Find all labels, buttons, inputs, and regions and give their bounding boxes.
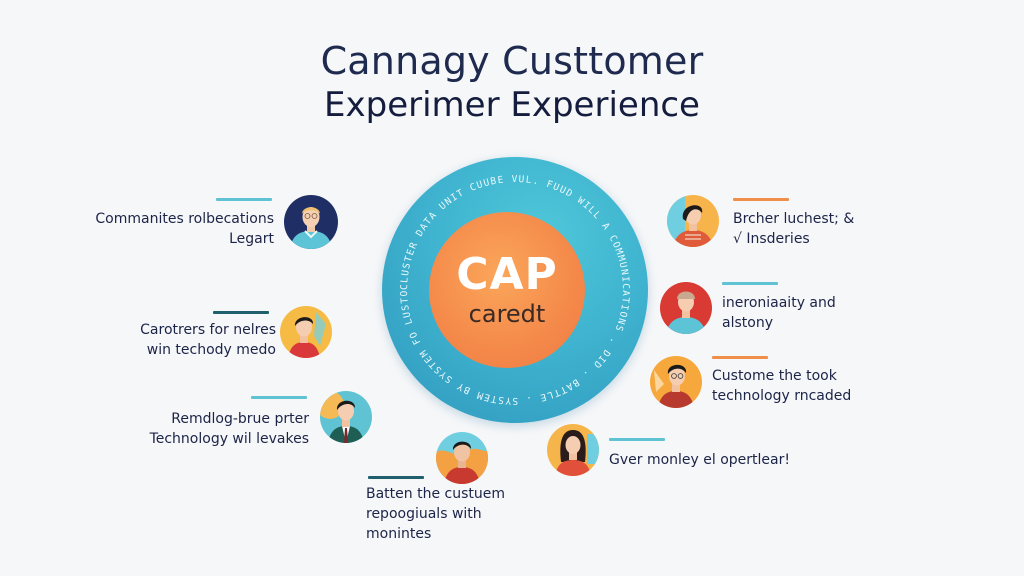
avatar-man-red-shirt-icon <box>436 432 488 484</box>
callout-line: ineroniaaity and <box>722 295 836 311</box>
callout-line: technology rncaded <box>712 388 852 404</box>
avatar-woman-red-top-icon <box>667 195 719 247</box>
avatar-man-glasses-icon <box>284 195 338 249</box>
callout-line: monintes <box>366 526 432 542</box>
callout-text: Brcher luchest; & √ Insderies <box>733 209 854 249</box>
callout-rule <box>722 282 778 285</box>
hub-core: CAP caredt <box>429 212 585 368</box>
avatar-woman-long-hair-icon <box>547 424 599 476</box>
callout-line: win techody medo <box>146 342 276 358</box>
avatar-man-suit-icon <box>320 391 372 443</box>
callout-rule <box>733 198 789 201</box>
callout-item-8: Gver monley el opertlear! <box>547 424 797 480</box>
callout-line: Gver monley el opertlear! <box>609 452 790 468</box>
callout-line: Custome the took <box>712 368 837 384</box>
callout-line: Remdlog-brue prter <box>171 411 309 427</box>
callout-text: Batten the custuem repoogiuals with moni… <box>366 484 505 544</box>
callout-line: Brcher luchest; & <box>733 211 855 227</box>
callout-rule <box>609 438 665 441</box>
callout-rule <box>216 198 272 201</box>
callout-line: alstony <box>722 315 773 331</box>
callout-item-6: ineroniaaity and alstony <box>660 282 850 342</box>
hub-sub-label: caredt <box>468 300 546 328</box>
callout-text: Remdlog-brue prter Technology wil levake… <box>150 409 309 449</box>
callout-item-2: Carotrers for nelres win techody medo <box>120 306 340 368</box>
callout-line: repoogiuals with <box>366 506 482 522</box>
callout-line: Legart <box>229 231 274 247</box>
callout-text: Gver monley el opertlear! <box>609 450 790 470</box>
callout-item-7: Custome the took technology rncaded <box>650 356 860 416</box>
callout-text: Carotrers for nelres win techody medo <box>140 320 276 360</box>
callout-item-1: Commanites rolbecations Legart <box>95 195 340 255</box>
callout-rule <box>368 476 424 479</box>
callout-item-5: Brcher luchest; & √ Insderies <box>667 195 867 255</box>
hub-main-label: CAP <box>456 249 558 300</box>
callout-item-3: Remdlog-brue prter Technology wil levake… <box>140 391 375 453</box>
callout-rule <box>251 396 307 399</box>
callout-line: Batten the custuem <box>366 486 506 502</box>
callout-line: Carotrers for nelres <box>140 322 276 338</box>
title-line-1: Cannagy Custtomer <box>320 39 704 83</box>
callout-line: Commanites rolbecations <box>95 211 274 227</box>
avatar-man-glasses-red-shirt-icon <box>650 356 702 408</box>
callout-text: ineroniaaity and alstony <box>722 293 836 333</box>
callout-line: √ Insderies <box>733 231 810 247</box>
central-hub-circle: CLUSTER DATA UNIT CUUBE VUL. FUUD WILL A… <box>382 157 648 423</box>
title-line-2: Experimer Experience <box>324 85 700 125</box>
avatar-person-dark-hair-icon <box>280 306 332 358</box>
infographic-title: Cannagy Custtomer Experimer Experience <box>0 38 1024 126</box>
callout-rule <box>712 356 768 359</box>
callout-rule <box>213 311 269 314</box>
callout-line: Technology wil levakes <box>149 431 309 447</box>
avatar-man-cap-icon <box>660 282 712 334</box>
callout-text: Commanites rolbecations Legart <box>95 209 274 249</box>
callout-text: Custome the took technology rncaded <box>712 366 851 406</box>
callout-item-4: Batten the custuem repoogiuals with moni… <box>366 432 526 547</box>
